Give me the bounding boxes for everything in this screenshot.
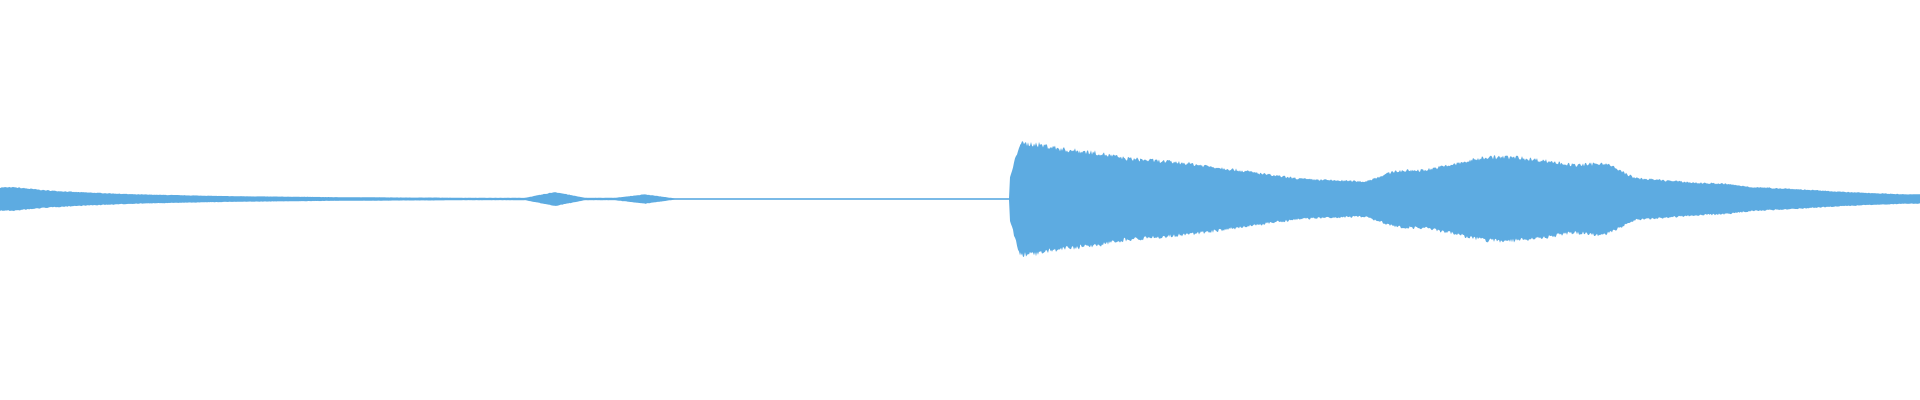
waveform-segment <box>1500 155 1530 243</box>
waveform-segment <box>1170 160 1200 238</box>
waveform-segment <box>690 198 720 200</box>
waveform-segment <box>510 194 540 203</box>
waveform-segment <box>1530 157 1560 240</box>
waveform-segment <box>1140 158 1170 241</box>
waveform-segment <box>990 145 1020 256</box>
waveform-segment <box>30 188 60 210</box>
waveform-segment <box>1410 165 1440 232</box>
waveform-segment <box>1200 164 1230 234</box>
waveform-segment <box>1380 169 1410 229</box>
waveform-segment <box>1890 193 1920 205</box>
waveform-segment <box>720 198 750 200</box>
waveform-segment <box>270 196 300 202</box>
waveform-segment <box>810 198 840 200</box>
waveform-segment <box>570 195 600 204</box>
waveform-segment <box>1710 182 1740 216</box>
waveform-segment <box>1800 189 1830 209</box>
waveform-segment <box>1860 192 1890 206</box>
waveform-segment <box>60 191 90 208</box>
waveform-segment <box>180 195 210 203</box>
waveform-segment <box>210 195 240 203</box>
waveform-segment <box>1020 141 1050 257</box>
waveform-segment <box>600 196 630 202</box>
waveform-segment <box>1680 180 1710 217</box>
waveform-segment <box>240 196 270 202</box>
waveform-segment <box>1050 145 1080 252</box>
waveform-segment <box>420 197 450 201</box>
waveform-segment <box>300 196 330 202</box>
waveform-segment <box>930 198 960 200</box>
waveform-segment <box>540 192 570 206</box>
waveform-segment <box>1560 162 1590 236</box>
waveform-segment <box>1740 185 1770 213</box>
waveform-segment <box>0 186 30 212</box>
waveform-segment <box>1590 162 1620 237</box>
waveform-segment <box>1320 179 1350 219</box>
waveform-segment <box>1470 155 1500 243</box>
waveform-segment <box>1830 191 1860 207</box>
waveform-segment <box>960 198 990 200</box>
waveform-segment <box>90 192 120 206</box>
waveform-segment <box>360 197 390 201</box>
waveform-segment <box>750 198 780 200</box>
waveform-segment <box>1110 154 1140 243</box>
waveform-segment <box>150 194 180 204</box>
waveform-segment <box>870 198 900 200</box>
waveform-segment <box>1650 178 1680 220</box>
waveform-segment <box>480 197 510 201</box>
waveform-segment <box>1350 176 1380 222</box>
waveform-segment <box>120 193 150 205</box>
waveform-segment <box>390 197 420 201</box>
waveform-segment <box>1770 187 1800 211</box>
waveform-segment <box>900 198 930 200</box>
waveform-segment <box>1080 150 1110 248</box>
waveform-segment <box>1440 159 1470 239</box>
waveform-segment <box>450 197 480 201</box>
waveform-segment <box>1260 172 1290 226</box>
waveform-segment <box>1620 169 1650 228</box>
waveform-segment <box>330 197 360 201</box>
waveform-segment <box>840 198 870 200</box>
waveform-segment <box>780 198 810 200</box>
waveform-segment <box>1290 176 1320 221</box>
waveform-segment <box>630 194 660 204</box>
waveform-segment <box>660 196 690 202</box>
waveform-segment <box>1230 168 1260 230</box>
